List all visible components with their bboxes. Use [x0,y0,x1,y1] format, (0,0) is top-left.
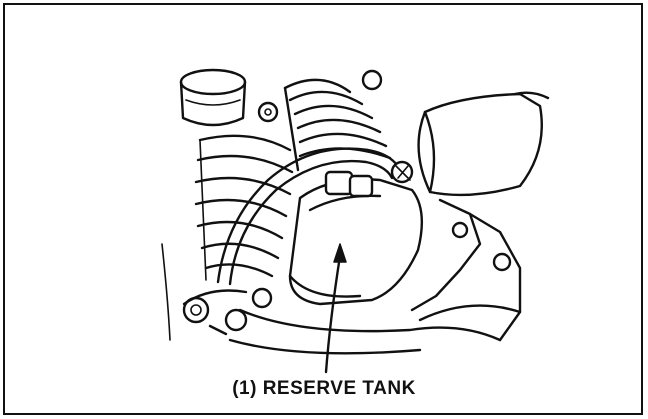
frame-edge-left [161,243,171,341]
reservoir-cap [179,68,279,127]
mounting-bracket [228,198,522,355]
shaft-housing [361,69,550,197]
lower-mount [182,287,273,336]
overflow-hose [216,147,414,286]
reserve-tank [288,170,423,306]
bellows-boot [283,78,392,172]
reserve-tank-callout-label: (1) RESERVE TANK [232,378,416,399]
arrow-pointer [324,243,347,374]
